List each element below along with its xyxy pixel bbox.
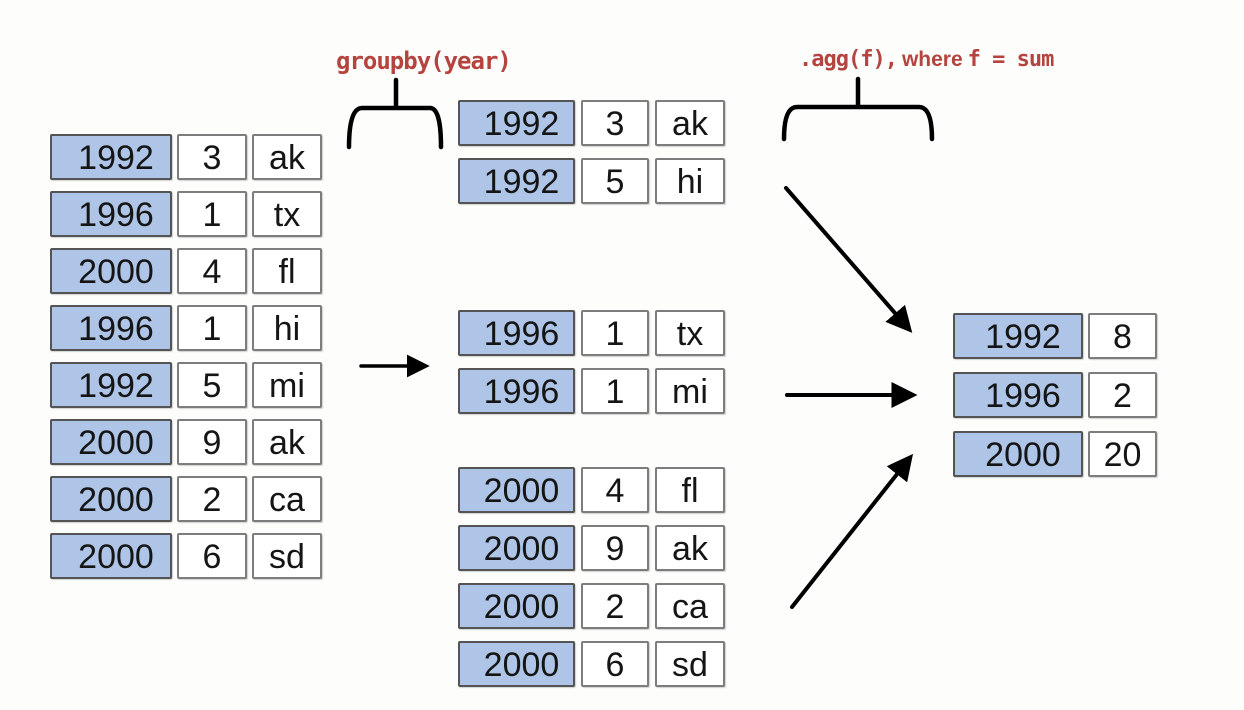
year-cell: 2000 [953,431,1083,477]
value-cell: 4 [177,248,247,294]
year-cell: 1996 [458,310,575,356]
state-cell: ak [252,134,322,180]
state-cell: fl [252,248,322,294]
result-row: 1996 2 [953,372,1157,418]
arrow-group-2000-to-result [790,453,914,609]
value-cell: 1 [177,305,247,351]
state-cell: tx [252,191,322,237]
result-row: 1992 8 [953,313,1157,359]
state-cell: sd [252,533,322,579]
year-cell: 2000 [50,533,172,579]
group-row: 1996 1 tx [458,310,725,356]
total-cell: 8 [1088,313,1157,359]
group-row: 1996 1 mi [458,368,725,414]
groupby-label: groupby(year) [336,47,512,75]
year-cell: 2000 [458,583,575,629]
source-row: 1996 1 tx [50,191,322,237]
value-cell: 2 [177,476,247,522]
year-cell: 2000 [50,419,172,465]
state-cell: sd [655,641,725,687]
value-cell: 6 [581,641,649,687]
agg-label-where: where [901,48,963,71]
year-cell: 1996 [50,305,172,351]
state-cell: fl [655,467,725,513]
state-cell: ak [655,525,725,571]
year-cell: 1992 [50,134,172,180]
value-cell: 2 [581,583,649,629]
value-cell: 9 [177,419,247,465]
value-cell: 9 [581,525,649,571]
state-cell: ak [252,419,322,465]
group-row: 2000 6 sd [458,641,725,687]
source-row: 2000 9 ak [50,419,322,465]
agg-label-code-suffix: f = sum [967,47,1055,72]
agg-brace [781,76,935,142]
group-row: 2000 4 fl [458,467,725,513]
value-cell: 6 [177,533,247,579]
year-cell: 1996 [50,191,172,237]
year-cell: 2000 [458,525,575,571]
state-cell: hi [252,305,322,351]
value-cell: 1 [581,368,649,414]
year-cell: 1996 [953,372,1083,418]
source-row: 1992 5 mi [50,362,322,408]
total-cell: 20 [1088,431,1157,477]
year-cell: 1992 [50,362,172,408]
value-cell: 3 [177,134,247,180]
year-cell: 2000 [50,476,172,522]
state-cell: mi [655,368,725,414]
year-cell: 1992 [458,158,575,204]
agg-label-code-prefix: .agg(f), [799,47,898,72]
value-cell: 1 [177,191,247,237]
group-row: 1992 3 ak [458,100,725,146]
year-cell: 2000 [458,467,575,513]
group-row: 2000 9 ak [458,525,725,571]
value-cell: 4 [581,467,649,513]
source-row: 1996 1 hi [50,305,322,351]
state-cell: hi [655,158,725,204]
state-cell: ca [252,476,322,522]
total-cell: 2 [1088,372,1157,418]
value-cell: 5 [177,362,247,408]
source-row: 1992 3 ak [50,134,322,180]
state-cell: ak [655,100,725,146]
state-cell: mi [252,362,322,408]
group-row: 1992 5 hi [458,158,725,204]
year-cell: 2000 [50,248,172,294]
value-cell: 3 [581,100,649,146]
year-cell: 1992 [953,313,1083,359]
year-cell: 2000 [458,641,575,687]
state-cell: ca [655,583,725,629]
groupby-brace [346,77,444,150]
source-row: 2000 4 fl [50,248,322,294]
value-cell: 5 [581,158,649,204]
arrow-group-1992-to-result [784,186,913,333]
year-cell: 1996 [458,368,575,414]
value-cell: 1 [581,310,649,356]
state-cell: tx [655,310,725,356]
result-row: 2000 20 [953,431,1157,477]
source-row: 2000 6 sd [50,533,322,579]
source-row: 2000 2 ca [50,476,322,522]
group-row: 2000 2 ca [458,583,725,629]
agg-label: .agg(f), where f = sum [799,47,1055,72]
year-cell: 1992 [458,100,575,146]
